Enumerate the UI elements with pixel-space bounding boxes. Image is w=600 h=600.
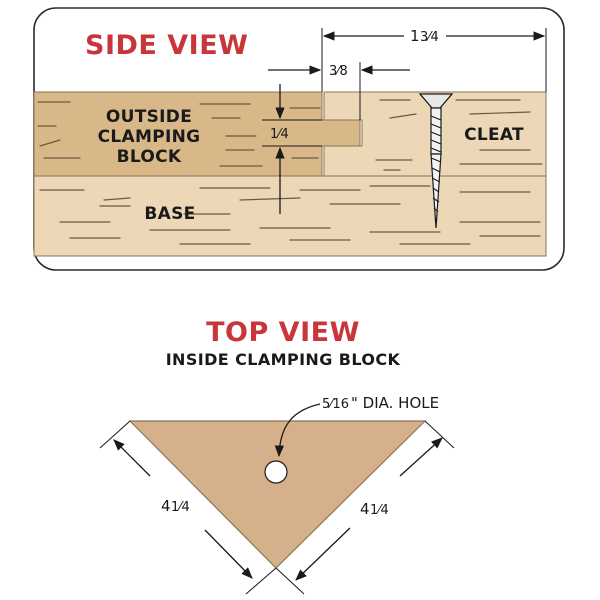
dim-left-side: 4 1⁄4 — [99, 420, 277, 595]
top-view-title: TOP VIEW — [206, 317, 360, 348]
dim-lip: 3⁄8 — [268, 62, 410, 120]
dim-lip-frac: 3⁄8 — [329, 64, 348, 79]
wood-grain — [37, 99, 543, 245]
hole-label-text: " DIA. HOLE — [351, 394, 439, 412]
dim-tongue-frac: 1⁄4 — [270, 127, 289, 142]
outside-block-label-line3: BLOCK — [117, 147, 182, 167]
outside-block-label-line2: CLAMPING — [98, 127, 201, 147]
cleat-label: CLEAT — [464, 125, 524, 145]
dim-overall-whole: 1 — [410, 27, 420, 45]
dim-left-frac: 1⁄4 — [171, 500, 190, 515]
dim-left-whole: 4 — [161, 497, 171, 515]
hole-leader — [274, 403, 321, 458]
side-view-panel: 1 3⁄4 3⁄8 1⁄4 SIDE VIEW OUTSIDE CLAMPING… — [33, 7, 565, 271]
outside-block-label-line1: OUTSIDE — [106, 107, 192, 127]
inside-clamping-block — [128, 420, 427, 569]
dim-right-frac: 1⁄4 — [370, 503, 389, 518]
hole-label-frac: 5⁄16 — [322, 397, 349, 412]
top-view-subtitle: INSIDE CLAMPING BLOCK — [166, 350, 401, 369]
dim-overall-frac: 3⁄4 — [420, 30, 439, 45]
hole-icon — [264, 460, 288, 484]
dim-overall: 1 3⁄4 — [321, 27, 547, 92]
dim-tongue: 1⁄4 — [262, 84, 322, 214]
side-view-title: SIDE VIEW — [85, 30, 248, 61]
dim-right-whole: 4 — [360, 500, 370, 518]
base-label: BASE — [144, 204, 195, 224]
screw-icon — [418, 93, 454, 229]
base-board — [33, 175, 547, 257]
dim-right-side: 4 1⁄4 — [275, 420, 455, 595]
top-view-panel: TOP VIEW INSIDE CLAMPING BLOCK 5⁄16 " DI… — [99, 317, 455, 595]
